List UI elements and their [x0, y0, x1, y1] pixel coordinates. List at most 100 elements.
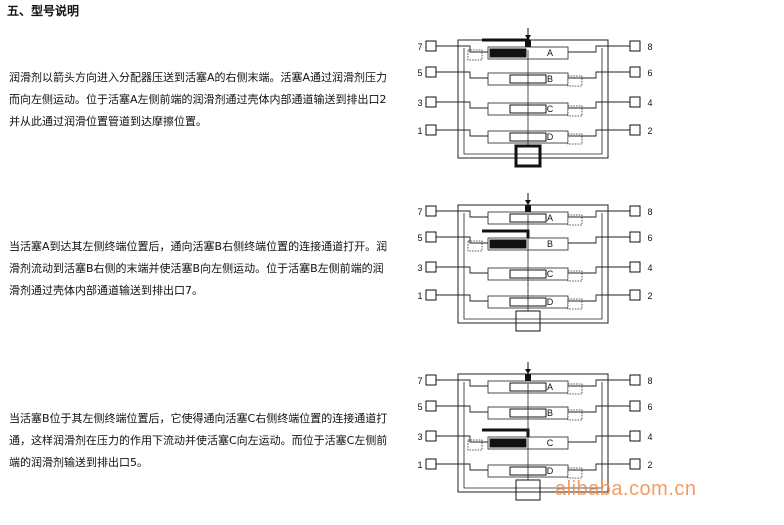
- step-2-paragraph: 当活塞A到达其左侧终端位置后，通向活塞B右侧终端位置的连接通道打开。润滑剂流动到…: [9, 240, 388, 297]
- piston-label: A: [547, 382, 553, 392]
- piston-label: A: [547, 48, 553, 58]
- step-3-paragraph: 当活塞B位于其左侧终端位置后，它使得通向活塞C右侧终端位置的连接通道打通，这样润…: [9, 412, 388, 469]
- channel-right: [568, 379, 630, 387]
- lubricant-chamber: [467, 49, 483, 61]
- channel-right: [568, 236, 630, 244]
- channel-right: [568, 294, 630, 302]
- outlet-port-right: [629, 400, 641, 412]
- outlet-port-left: [425, 374, 437, 386]
- port-label-left: 3: [418, 98, 423, 108]
- channel-left: [436, 45, 488, 53]
- port-label-right: 2: [647, 460, 652, 470]
- inlet-arrow-icon: [525, 35, 531, 40]
- piston-label: C: [547, 269, 554, 279]
- channel-right: [568, 45, 630, 53]
- distributor-housing: [457, 373, 609, 493]
- outlet-port-left: [425, 261, 437, 273]
- return-channel: [463, 48, 603, 155]
- channel-left: [436, 463, 488, 471]
- port-label-right: 4: [647, 98, 652, 108]
- outlet-port-right: [629, 124, 641, 136]
- piston-label: A: [547, 213, 553, 223]
- channel-left: [436, 266, 488, 274]
- channel-right: [568, 210, 630, 218]
- inlet-channel: [525, 205, 531, 215]
- outlet-port-left: [425, 289, 437, 301]
- inlet-arrow-icon: [525, 369, 531, 374]
- outlet-port-right: [629, 261, 641, 273]
- active-flow-channel: [482, 38, 530, 47]
- piston-label: D: [547, 297, 554, 307]
- channel-left: [436, 129, 488, 137]
- distributor-housing: [457, 39, 609, 159]
- channel-right: [568, 435, 630, 443]
- lubricant-chamber: [467, 240, 483, 252]
- lubricant-chamber: [567, 133, 583, 145]
- piston-label: C: [547, 438, 554, 448]
- outlet-port-right: [629, 205, 641, 217]
- piston-label: B: [547, 408, 553, 418]
- outlet-port-left: [425, 430, 437, 442]
- channel-left: [436, 71, 488, 79]
- piston: [489, 239, 527, 249]
- outlet-port-left: [425, 96, 437, 108]
- port-label-right: 2: [647, 291, 652, 301]
- channel-left: [436, 210, 488, 218]
- bottom-loop: [514, 144, 542, 168]
- outlet-port-left: [425, 400, 437, 412]
- port-label-left: 5: [418, 402, 423, 412]
- port-label-left: 7: [418, 207, 423, 217]
- lubricant-chamber: [567, 270, 583, 282]
- port-label-right: 8: [647, 207, 652, 217]
- port-label-left: 7: [418, 42, 423, 52]
- outlet-port-left: [425, 205, 437, 217]
- lubricant-chamber: [567, 467, 583, 479]
- outlet-port-right: [629, 289, 641, 301]
- outlet-port-right: [629, 231, 641, 243]
- port-label-left: 1: [418, 291, 423, 301]
- distributor-housing: [457, 204, 609, 324]
- lubricant-chamber: [467, 439, 483, 451]
- port-label-right: 6: [647, 68, 652, 78]
- watermark: alibaba.com.cn: [555, 478, 697, 500]
- lubricant-chamber: [567, 383, 583, 395]
- outlet-port-right: [629, 458, 641, 470]
- port-label-right: 6: [647, 233, 652, 243]
- active-flow-channel: [482, 229, 530, 238]
- active-flow-channel: [482, 428, 530, 437]
- outlet-port-left: [425, 458, 437, 470]
- channel-right: [568, 101, 630, 109]
- section-title: 五、型号说明: [7, 4, 80, 18]
- outlet-port-left: [425, 124, 437, 136]
- lubricant-chamber: [567, 298, 583, 310]
- outlet-port-right: [629, 374, 641, 386]
- return-channel: [463, 382, 603, 489]
- port-label-right: 8: [647, 42, 652, 52]
- channel-left: [436, 294, 488, 302]
- channel-left: [436, 379, 488, 387]
- lubricant-chamber: [567, 105, 583, 117]
- piston-label: D: [547, 466, 554, 476]
- port-label-right: 8: [647, 376, 652, 386]
- channel-left: [436, 101, 488, 109]
- outlet-port-left: [425, 231, 437, 243]
- outlet-port-left: [425, 40, 437, 52]
- port-label-right: 6: [647, 402, 652, 412]
- channel-right: [568, 129, 630, 137]
- port-label-left: 3: [418, 432, 423, 442]
- port-label-left: 5: [418, 68, 423, 78]
- outlet-port-right: [629, 40, 641, 52]
- return-channel: [463, 213, 603, 320]
- channel-right: [568, 405, 630, 413]
- lubricant-chamber: [567, 409, 583, 421]
- step-1-paragraph: 润滑剂以箭头方向进入分配器压送到活塞A的右侧末端。活塞A通过润滑剂压力而向左侧运…: [9, 71, 388, 128]
- port-label-right: 4: [647, 432, 652, 442]
- inlet-arrow-icon: [525, 200, 531, 205]
- port-label-right: 4: [647, 263, 652, 273]
- piston: [489, 48, 527, 58]
- port-label-left: 1: [418, 460, 423, 470]
- port-label-left: 1: [418, 126, 423, 136]
